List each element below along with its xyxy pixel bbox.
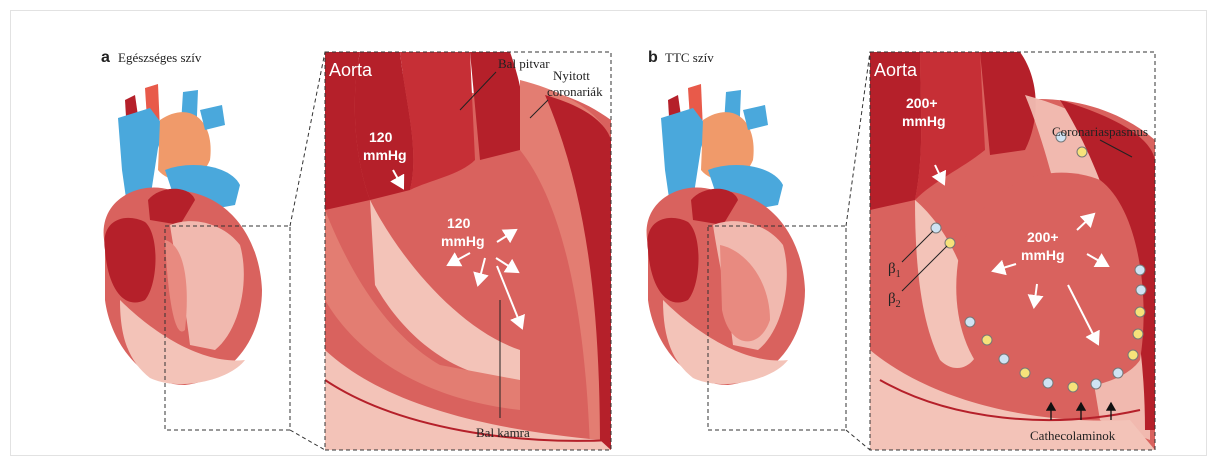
- aortic-pressure-value-b: 200+: [906, 95, 938, 111]
- heart-illustration-b: [647, 84, 805, 385]
- panel-b-letter: b: [648, 49, 658, 66]
- left-atrium-label: Bal pitvar: [498, 56, 550, 71]
- aortic-pressure-value-a: 120: [369, 129, 393, 145]
- ventricle-pressure-value-a: 120: [447, 215, 471, 231]
- zoomed-heart-a: [325, 52, 611, 450]
- ventricle-pressure-unit-a: mmHg: [441, 233, 485, 249]
- panel-b-title: TTC szív: [665, 50, 714, 65]
- ventricle-pressure-unit-b: mmHg: [1021, 247, 1065, 263]
- panel-a-letter: a: [101, 49, 110, 66]
- left-ventricle-label: Bal kamra: [476, 425, 530, 440]
- aorta-label-b: Aorta: [874, 60, 918, 80]
- panel-a: a Egészséges szív: [101, 49, 611, 450]
- aortic-pressure-unit-b: mmHg: [902, 113, 946, 129]
- open-coronaries-label-2: coronariák: [547, 84, 603, 99]
- aorta-label-a: Aorta: [329, 60, 373, 80]
- open-coronaries-label-1: Nyitott: [553, 68, 590, 83]
- catecholamines-label: Cathecolaminok: [1030, 428, 1116, 443]
- panel-b: b TTC szív: [647, 49, 1155, 450]
- ventricle-pressure-value-b: 200+: [1027, 229, 1059, 245]
- heart-illustration-a: [104, 84, 262, 385]
- coronary-spasm-label: Coronariaspasmus: [1052, 124, 1148, 139]
- aortic-pressure-unit-a: mmHg: [363, 147, 407, 163]
- panel-a-title: Egészséges szív: [118, 50, 202, 65]
